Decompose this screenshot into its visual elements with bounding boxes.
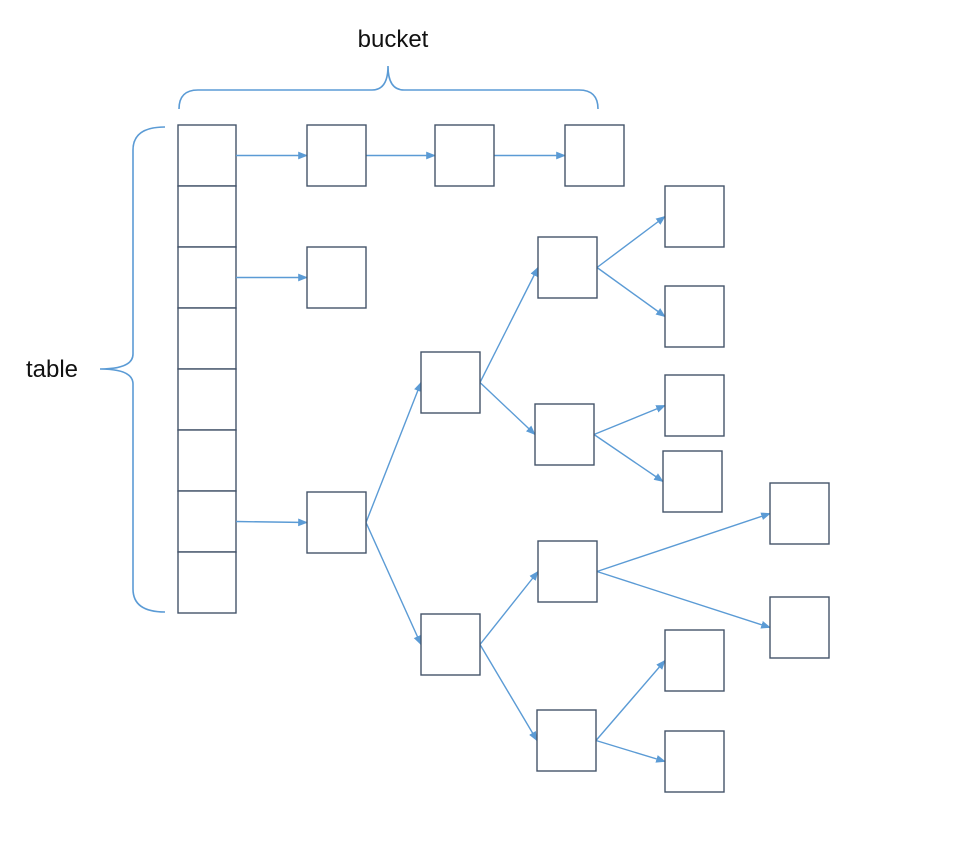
tree-branch-arrow [595,739,666,763]
tree-branch-arrow [479,381,536,436]
bucket-node [664,629,725,692]
tree-branch-arrow [479,570,539,645]
table-slot [177,490,237,553]
bucket-node [564,124,625,187]
tree-branch-arrow [593,404,666,436]
tree-branch-arrow [479,644,538,742]
bucket-node [664,185,725,248]
bucket-label: bucket [358,26,429,53]
tree-branch-arrow [593,433,664,483]
bucket-node [537,540,598,603]
table-slot [177,246,237,309]
tree-branch-arrow [596,570,771,629]
tree-branch-arrow [479,266,539,383]
table-slot [177,551,237,614]
table-slot [177,307,237,370]
tree-branch-arrow [596,215,666,269]
bucket-node [664,285,725,348]
tree-branch-arrow [365,381,422,523]
tree-branch-arrow [365,522,422,646]
table-brace [99,126,166,613]
bucket-nodes [306,124,830,793]
bucket-node [420,613,481,676]
bucket-node [664,374,725,437]
bucket-node [534,403,595,466]
bucket-node [434,124,495,187]
table-slot [177,185,237,248]
hash-table-slots [177,124,237,614]
tree-branch-arrow [595,659,666,741]
bucket-node [664,730,725,793]
bucket-node [662,450,723,513]
bucket-node [536,709,597,772]
table-slot [177,429,237,492]
connectors [235,151,771,763]
tree-branch-arrow [596,512,771,573]
bucket-node [306,246,367,309]
bucket-node [306,124,367,187]
bucket-node [769,482,830,545]
bucket-node [537,236,598,299]
bucket-node [420,351,481,414]
table-label: table [26,356,78,383]
bucket-node [306,491,367,554]
bucket-node [769,596,830,659]
table-slot [177,124,237,187]
table-slot [177,368,237,431]
tree-branch-arrow [596,266,666,318]
bucket-brace [178,65,599,110]
table-to-tree-arrow [235,518,308,527]
